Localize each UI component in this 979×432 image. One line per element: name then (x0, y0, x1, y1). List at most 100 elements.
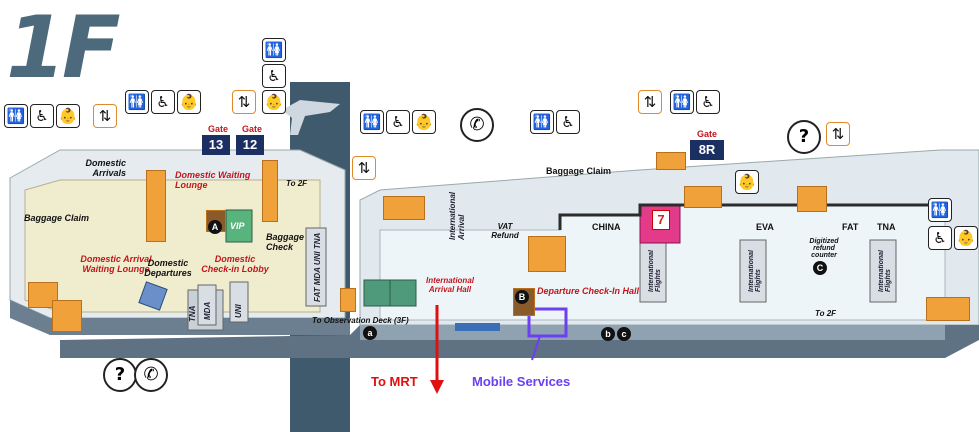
information-icon: ? (787, 120, 821, 154)
service-block-2 (52, 300, 82, 332)
restroom-icon: 🚻 (360, 110, 384, 134)
domestic-arrival-waiting-lounge-label: Domestic Arrival Waiting Lounge (80, 254, 152, 274)
elevator-icon: ⇅ (638, 90, 662, 114)
domestic-departures-label: Domestic Departures (144, 258, 192, 278)
nursing-room-icon: 👶 (262, 90, 286, 114)
vip-room (225, 209, 253, 243)
to-mrt-callout: To MRT (371, 374, 418, 389)
mrt-arrow-head (430, 380, 444, 394)
airline-uni: UNI (234, 304, 243, 318)
service-block-7 (528, 236, 566, 272)
nursing-room-icon: 👶 (177, 90, 201, 114)
to-2f-right-label: To 2F (815, 309, 837, 318)
international-flights-3-label: International Flights (878, 249, 892, 292)
airline-tna-right: TNA (877, 222, 896, 232)
elevator-icon: ⇅ (93, 104, 117, 128)
counter-intl-3 (869, 239, 897, 303)
counter-mda (197, 284, 217, 326)
counter-uni (229, 281, 249, 323)
international-arrival-hall-label: International Arrival Hall (425, 276, 474, 294)
service-block-5 (340, 288, 356, 312)
airline-fat: FAT (842, 222, 859, 232)
elevator-icon: ⇅ (352, 156, 376, 180)
international-flights-1-label: International Flights (648, 249, 662, 292)
domestic-front (10, 300, 350, 335)
baggage-check-label: Baggage Check (266, 232, 305, 252)
service-unit-1 (363, 279, 391, 307)
information-icon: ? (103, 358, 137, 392)
intl-front-top (360, 325, 945, 340)
marker-a-lower: a (363, 326, 377, 340)
baggage-claim-left-label: Baggage Claim (24, 213, 90, 223)
service-block-3 (146, 170, 166, 242)
accessible-restroom-icon: ♿ (556, 110, 580, 134)
gate-8r-label: Gate (697, 129, 718, 139)
blue-kiosk (138, 281, 168, 311)
restroom-icon: 🚻 (4, 104, 28, 128)
mobile-services-box (527, 307, 568, 338)
gate-12-label: Gate (242, 124, 263, 134)
accessible-restroom-icon: ♿ (386, 110, 410, 134)
vip-label: VIP (230, 221, 245, 231)
restroom-icon: 🚻 (125, 90, 149, 114)
service-block-10 (797, 186, 827, 212)
marker-b-lower: b (601, 327, 615, 341)
marker-c-upper: C (813, 261, 827, 275)
restroom-icon: 🚻 (670, 90, 694, 114)
mobile-services-pointer (531, 335, 541, 361)
domestic-waiting-lounge-label: Domestic Waiting Lounge (175, 170, 251, 190)
baggage-claim-right-label: Baggage Claim (546, 166, 612, 176)
nursing-room-icon: 👶 (735, 170, 759, 194)
marker-c-lower: c (617, 327, 631, 341)
service-block-8 (656, 152, 686, 170)
service-block-9 (684, 186, 722, 208)
phone-icon: ✆ (134, 358, 168, 392)
airline-fat-mda-uni-tna: FAT MDA UNI TNA (313, 232, 322, 302)
marker-b-upper: B (515, 290, 529, 304)
nursing-room-icon: 👶 (412, 110, 436, 134)
planter (455, 323, 500, 331)
airline-china: CHINA (592, 222, 621, 232)
accessible-restroom-icon: ♿ (151, 90, 175, 114)
accessible-restroom-icon: ♿ (262, 64, 286, 88)
accessible-restroom-icon: ♿ (928, 226, 952, 250)
observation-deck-label: To Observation Deck (3F) (312, 316, 409, 325)
elevator-icon: ⇅ (232, 90, 256, 114)
floor-label: 1F (6, 0, 121, 98)
international-arrival-label: International Arrival (448, 191, 466, 240)
gate-8r: 8R (690, 140, 724, 160)
gate-13-label: Gate (208, 124, 229, 134)
domestic-arrivals-label: Domestic Arrivals (85, 158, 126, 178)
restroom-icon: 🚻 (530, 110, 554, 134)
phone-icon: ✆ (460, 108, 494, 142)
service-unit-2 (389, 279, 417, 307)
gate-12: 12 (236, 135, 264, 155)
service-block-6 (383, 196, 425, 220)
marker-a-upper: A (208, 220, 222, 234)
to-2f-left-label: To 2F (286, 179, 308, 188)
store-icon: 7 (652, 210, 670, 230)
domestic-checkin-lobby-label: Domestic Check-in Lobby (201, 254, 269, 274)
counter-intl-1 (639, 239, 667, 303)
airline-eva: EVA (756, 222, 774, 232)
service-block-11 (926, 297, 970, 321)
counter-intl-2 (739, 239, 767, 303)
airline-mda: MDA (203, 301, 212, 320)
elevator-icon: ⇅ (826, 122, 850, 146)
airline-tna: TNA (188, 305, 197, 322)
luggage-cart-icon: 👶 (954, 226, 978, 250)
wall-line (558, 203, 945, 230)
mobile-services-callout: Mobile Services (472, 374, 571, 389)
departure-checkin-hall-label: Departure Check-In Hall (537, 286, 640, 296)
gate-13: 13 (202, 135, 230, 155)
counter-fat-mda (305, 227, 327, 307)
international-flights-2-label: International Flights (748, 249, 762, 292)
vat-refund-label: VAT Refund (491, 222, 519, 240)
accessible-restroom-icon: ♿ (696, 90, 720, 114)
service-block-4 (262, 160, 278, 222)
restroom-icon: 🚻 (928, 198, 952, 222)
nursing-room-icon: 👶 (56, 104, 80, 128)
airplane-icon (282, 100, 340, 135)
digitized-refund-counter-label: Digitized refund counter (809, 238, 839, 259)
accessible-restroom-icon: ♿ (30, 104, 54, 128)
